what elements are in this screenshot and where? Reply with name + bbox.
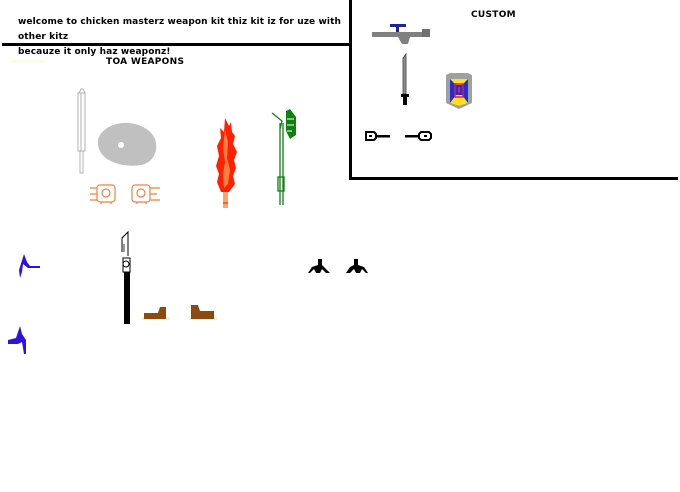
grey-disk-sprite[interactable]	[95, 121, 159, 167]
blue-blade-2-sprite[interactable]	[6, 326, 30, 356]
grey-sword-sprite[interactable]	[77, 88, 87, 175]
grey-sword-icon	[77, 88, 86, 174]
brown-foot-left-sprite[interactable]	[142, 303, 172, 321]
black-connector-right-icon	[405, 131, 432, 141]
custom-heading: CUSTOM	[471, 10, 516, 20]
faint-smudge	[12, 60, 46, 63]
black-sword-sprite[interactable]	[400, 52, 410, 106]
brown-foot-left-icon	[142, 307, 170, 320]
grey-rifle-icon	[372, 24, 430, 44]
fire-sword-sprite[interactable]	[215, 118, 239, 210]
black-connector-left-icon	[365, 131, 390, 141]
black-foot-right-icon	[346, 259, 368, 273]
black-foot-left-sprite[interactable]	[308, 259, 332, 275]
black-connector-left-sprite[interactable]	[364, 130, 392, 142]
orange-hand-left-sprite[interactable]	[89, 184, 117, 204]
intro-line-2: becauze it only haz weaponz!	[18, 47, 171, 57]
orange-hand-right-sprite[interactable]	[131, 184, 161, 204]
orange-hand-right-icon	[131, 184, 160, 204]
grey-disk-icon	[97, 122, 157, 166]
divider-custom-bottom	[349, 177, 678, 180]
black-halberd-icon	[121, 230, 131, 324]
brown-foot-right-icon	[189, 305, 217, 320]
black-foot-left-icon	[308, 259, 330, 273]
black-sword-icon	[401, 52, 409, 105]
orange-hand-left-icon	[90, 184, 116, 204]
toa-weapons-heading: TOA WEAPONS	[106, 57, 185, 67]
black-halberd-sprite[interactable]	[120, 230, 134, 326]
fire-sword-icon	[216, 118, 237, 208]
blue-blade-1-icon	[19, 254, 40, 278]
green-axe-icon	[271, 109, 296, 205]
shield-icon	[446, 73, 472, 109]
shield-sprite[interactable]	[446, 73, 472, 109]
grey-rifle-sprite[interactable]	[372, 22, 432, 44]
brown-foot-right-sprite[interactable]	[188, 303, 218, 321]
black-foot-right-sprite[interactable]	[346, 259, 370, 275]
blue-blade-1-sprite[interactable]	[18, 252, 42, 280]
intro-line-1: welcome to chicken masterz weapon kit th…	[18, 17, 341, 42]
green-axe-sprite[interactable]	[270, 109, 298, 209]
intro-text: welcome to chicken masterz weapon kit th…	[18, 15, 348, 60]
divider-top-horizontal	[2, 43, 352, 46]
black-connector-right-sprite[interactable]	[405, 130, 433, 142]
blue-blade-2-icon	[8, 326, 26, 354]
divider-vertical	[349, 0, 352, 180]
